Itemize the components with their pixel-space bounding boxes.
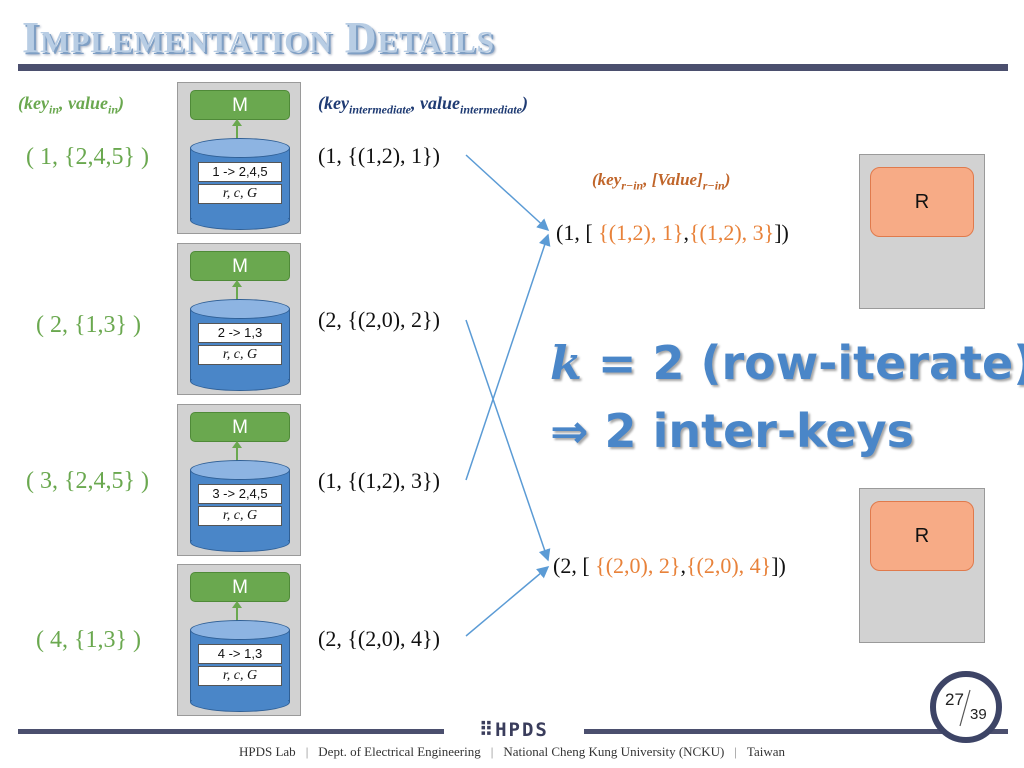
title-rule [18,64,1008,71]
mapper-node-4: M 4 -> 1,3 r, c, G [177,564,301,716]
record-text: 2 -> 1,3 [198,323,282,343]
input-pair-4: ( 4, {1,3} ) [36,627,142,653]
variables-text: r, c, G [198,666,282,686]
arrow-line [465,233,551,481]
grouped-pair-1: (1, [ {(1,2), 1},{(1,2), 3}]) [556,220,789,245]
page-total: 39 [970,706,987,723]
intermediate-pair-4: (2, {(2,0), 4}) [318,626,440,651]
header-intermediate: (keyintermediate, valueintermediate) [318,93,528,117]
header-input: (keyin, valuein) [18,93,125,117]
header-reduce-input: (keyr−in, [Value]r−in) [592,170,731,193]
up-arrow-icon [232,280,242,300]
record-text: 3 -> 2,4,5 [198,484,282,504]
variables-text: r, c, G [198,345,282,365]
record-text: 4 -> 1,3 [198,644,282,664]
mapper-node-1: M 1 -> 2,4,5 r, c, G [177,82,301,234]
up-arrow-icon [232,119,242,139]
intermediate-pair-2: (2, {(2,0), 2}) [318,307,440,332]
page-title: Implementation Details [22,13,495,62]
grouped-pair-2: (2, [ {(2,0), 2},{(2,0), 4}]) [553,553,786,578]
up-arrow-icon [232,441,242,461]
callout-line-1: k = 2 (row-iterate) [550,336,1024,390]
up-arrow-icon [232,601,242,621]
callout-line-2: ⇒ 2 inter-keys [550,404,914,458]
page-counter-ring [930,671,1002,743]
record-text: 1 -> 2,4,5 [198,162,282,182]
reducer-node-1: R [859,154,985,309]
map-task-box: M [190,90,290,120]
input-pair-1: ( 1, {2,4,5} ) [26,144,150,170]
intermediate-pair-3: (1, {(1,2), 3}) [318,468,440,493]
mapper-node-2: M 2 -> 1,3 r, c, G [177,243,301,395]
database-cylinder-icon: 1 -> 2,4,5 r, c, G [190,138,290,230]
reduce-task-box: R [870,167,974,237]
variables-text: r, c, G [198,184,282,204]
reducer-node-2: R [859,488,985,643]
arrow-line [465,319,551,562]
arrow-line [465,566,550,637]
map-task-box: M [190,412,290,442]
intermediate-pair-1: (1, {(1,2), 1}) [318,143,440,168]
database-cylinder-icon: 3 -> 2,4,5 r, c, G [190,460,290,552]
footer-text: HPDS Lab|Dept. of Electrical Engineering… [238,744,785,759]
reduce-task-box: R [870,501,974,571]
page-current: 27 [945,690,964,709]
input-pair-2: ( 2, {1,3} ) [36,312,142,338]
database-cylinder-icon: 2 -> 1,3 r, c, G [190,299,290,391]
input-pair-3: ( 3, {2,4,5} ) [26,468,150,494]
database-cylinder-icon: 4 -> 1,3 r, c, G [190,620,290,712]
map-task-box: M [190,251,290,281]
hpds-logo: ⠿HPDS [444,719,584,741]
arrow-line [465,154,550,232]
mapper-node-3: M 3 -> 2,4,5 r, c, G [177,404,301,556]
variables-text: r, c, G [198,506,282,526]
page-slash-icon [959,689,971,727]
